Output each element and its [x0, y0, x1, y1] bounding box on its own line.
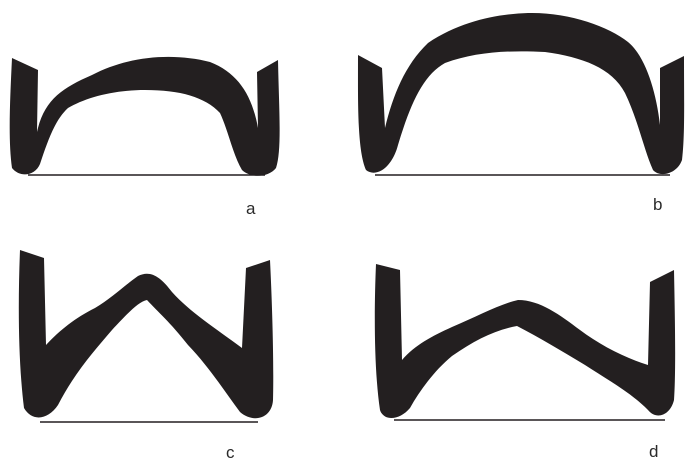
panel-b-label: b: [653, 195, 662, 214]
panel-c: c: [19, 250, 273, 459]
panel-c-profile-shape: [19, 250, 273, 418]
panel-d-label: d: [649, 442, 658, 459]
panel-b-profile-shape: [358, 13, 684, 174]
panel-a-label: a: [246, 199, 256, 218]
panel-c-label: c: [226, 443, 235, 459]
panel-d-profile-shape: [375, 264, 675, 418]
panel-d: d: [375, 264, 675, 459]
panel-a-profile-shape: [10, 57, 280, 176]
panel-b: b: [358, 13, 684, 214]
panel-a: a: [10, 57, 280, 218]
